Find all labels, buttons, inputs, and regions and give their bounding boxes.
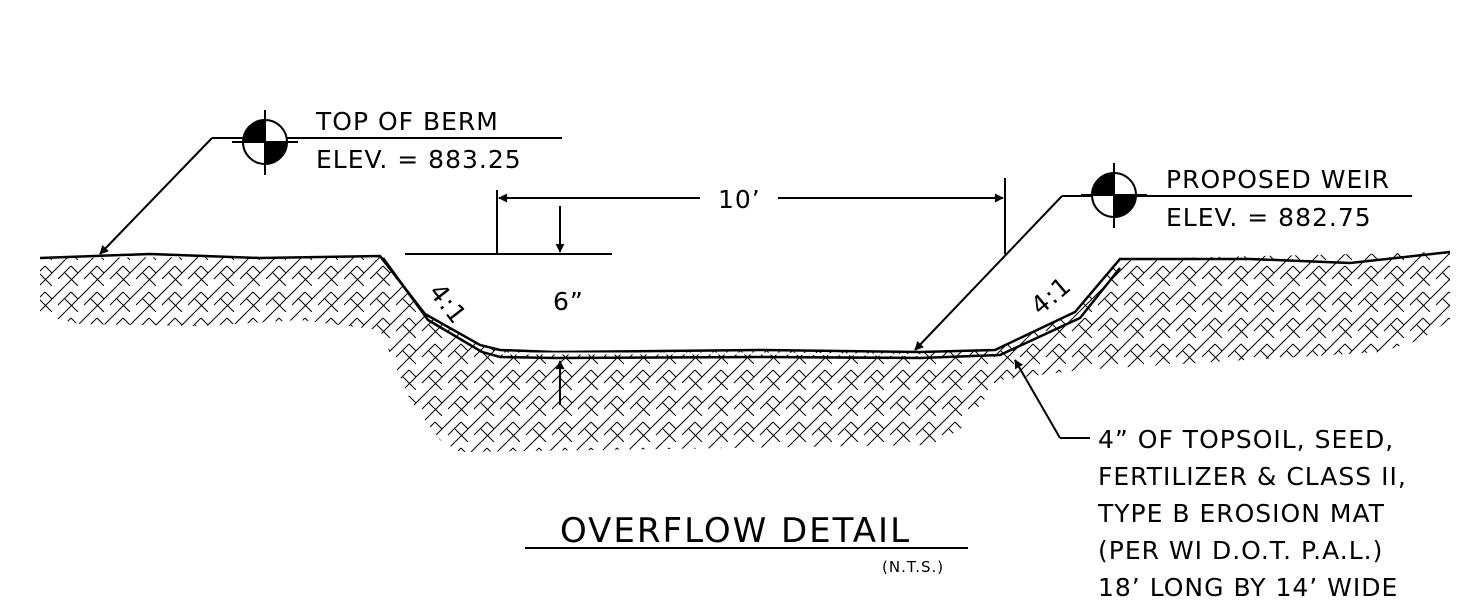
width-dimension-label: 10’ xyxy=(718,185,761,214)
berm-label-line2: ELEV. = 883.25 xyxy=(316,145,522,174)
drawing-title: OVERFLOW DETAIL xyxy=(560,511,911,551)
scale-note: (N.T.S.) xyxy=(882,558,944,576)
weir-label-line1: PROPOSED WEIR xyxy=(1166,165,1390,194)
note-line-3: TYPE B EROSION MAT xyxy=(1097,499,1385,528)
depth-dimension-label: 6” xyxy=(553,287,584,316)
berm-label-line1: TOP OF BERM xyxy=(315,107,499,136)
note-line-1: 4” OF TOPSOIL, SEED, xyxy=(1098,425,1394,454)
weir-label-line2: ELEV. = 882.75 xyxy=(1166,203,1372,232)
material-note: 4” OF TOPSOIL, SEED, FERTILIZER & CLASS … xyxy=(1097,425,1407,602)
note-line-2: FERTILIZER & CLASS II, xyxy=(1098,462,1407,491)
weir-leader-arrow xyxy=(914,195,1063,351)
benchmark-symbol-berm xyxy=(232,110,298,175)
soil-hatch xyxy=(40,252,1450,452)
note-leader xyxy=(1014,359,1061,439)
ground-profile xyxy=(39,250,1451,354)
slope-right-label: 4:1 xyxy=(1025,271,1077,321)
note-line-4: (PER WI D.O.T. P.A.L.) xyxy=(1098,536,1383,565)
berm-leader-arrow xyxy=(99,137,213,255)
topsoil-layer xyxy=(381,257,1121,360)
note-line-5: 18’ LONG BY 14’ WIDE xyxy=(1098,573,1398,598)
